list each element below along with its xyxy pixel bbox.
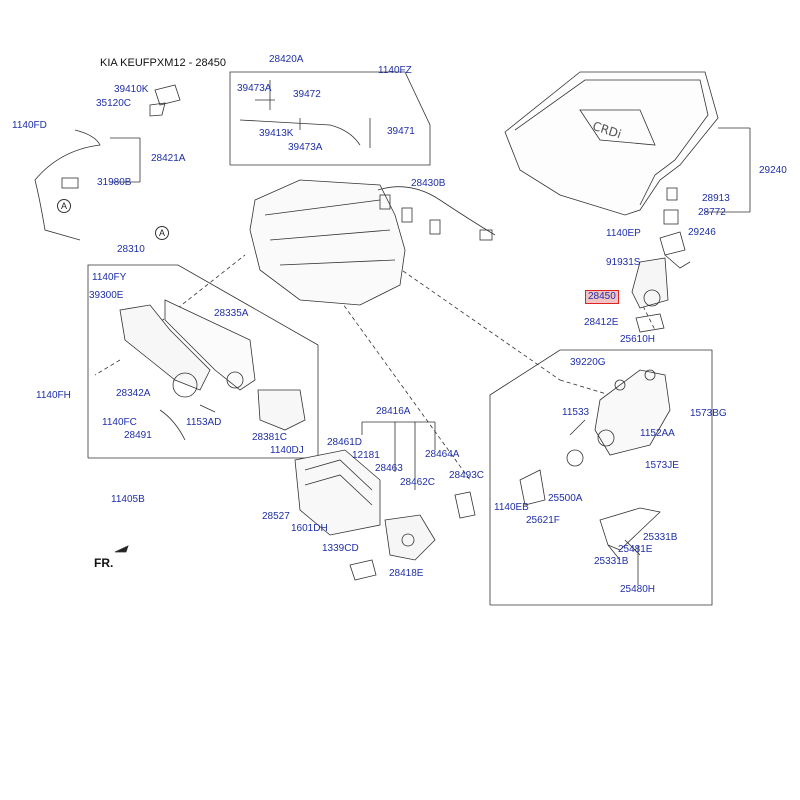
- part-label-11405B[interactable]: 11405B: [111, 494, 145, 505]
- box-25610H: [489, 349, 713, 606]
- part-label-28450-highlighted[interactable]: 28450: [585, 290, 619, 304]
- part-label-1140FY[interactable]: 1140FY: [92, 272, 127, 283]
- part-label-1573JE[interactable]: 1573JE: [645, 460, 679, 471]
- part-label-25480H[interactable]: 25480H: [620, 584, 656, 595]
- reference-circle-a: A: [57, 199, 71, 213]
- part-label-1140DJ[interactable]: 1140DJ: [270, 445, 304, 456]
- part-label-1140EB[interactable]: 1140EB: [494, 502, 529, 513]
- part-label-39410K[interactable]: 39410K: [114, 84, 149, 95]
- part-label-25621F[interactable]: 25621F: [526, 515, 560, 526]
- part-label-28461D[interactable]: 28461D: [327, 437, 363, 448]
- part-label-39220G[interactable]: 39220G: [570, 357, 606, 368]
- part-label-25331B[interactable]: 25331B: [594, 556, 629, 567]
- part-label-39473A[interactable]: 39473A: [288, 142, 323, 153]
- part-label-39471[interactable]: 39471: [387, 126, 415, 137]
- part-label-28335A[interactable]: 28335A: [214, 308, 249, 319]
- part-label-28493C[interactable]: 28493C: [449, 470, 485, 481]
- part-label-1140FH[interactable]: 1140FH: [36, 390, 71, 401]
- part-label-28420A[interactable]: 28420A: [269, 54, 304, 65]
- part-label-39473A[interactable]: 39473A: [237, 83, 272, 94]
- part-label-29246[interactable]: 29246: [688, 227, 716, 238]
- part-label-1601DH[interactable]: 1601DH: [291, 523, 328, 534]
- part-label-1152AA[interactable]: 1152AA: [640, 428, 675, 439]
- part-label-1339CD[interactable]: 1339CD: [322, 543, 359, 554]
- part-label-28430B[interactable]: 28430B: [411, 178, 446, 189]
- part-label-28416A[interactable]: 28416A: [376, 406, 411, 417]
- part-label-39300E[interactable]: 39300E: [89, 290, 124, 301]
- part-label-29240[interactable]: 29240: [759, 165, 787, 176]
- part-label-11533[interactable]: 11533: [562, 407, 590, 418]
- part-label-25610H[interactable]: 25610H: [620, 334, 656, 345]
- part-label-28412E[interactable]: 28412E: [584, 317, 619, 328]
- part-label-39413K[interactable]: 39413K: [259, 128, 294, 139]
- part-label-28772[interactable]: 28772: [698, 207, 726, 218]
- box-28310: [87, 264, 319, 459]
- reference-circle-a: A: [155, 226, 169, 240]
- part-label-28418E[interactable]: 28418E: [389, 568, 424, 579]
- diagram-title: KIA KEUFPXM12 - 28450: [100, 57, 226, 69]
- part-label-39472[interactable]: 39472: [293, 89, 321, 100]
- part-label-1140FD[interactable]: 1140FD: [12, 120, 47, 131]
- part-label-1140FZ[interactable]: 1140FZ: [378, 65, 412, 76]
- part-label-28463[interactable]: 28463: [375, 463, 403, 474]
- part-label-1140EP[interactable]: 1140EP: [606, 228, 641, 239]
- part-label-28381C[interactable]: 28381C: [252, 432, 288, 443]
- part-label-28462C[interactable]: 28462C: [400, 477, 436, 488]
- part-label-25331B[interactable]: 25331B: [643, 532, 678, 543]
- part-label-1573BG[interactable]: 1573BG: [690, 408, 727, 419]
- part-label-1153AD[interactable]: 1153AD: [186, 417, 222, 428]
- box-28420A: [229, 71, 431, 166]
- part-label-35120C[interactable]: 35120C: [96, 98, 132, 109]
- part-label-25481E[interactable]: 25481E: [618, 544, 653, 555]
- part-label-25500A[interactable]: 25500A: [548, 493, 583, 504]
- part-label-28527[interactable]: 28527: [262, 511, 290, 522]
- front-direction-label: FR.: [94, 556, 114, 570]
- part-label-12181[interactable]: 12181: [352, 450, 380, 461]
- part-label-1140FC[interactable]: 1140FC: [102, 417, 137, 428]
- part-label-28310[interactable]: 28310: [117, 244, 145, 255]
- part-label-28913[interactable]: 28913: [702, 193, 730, 204]
- part-label-28421A[interactable]: 28421A: [151, 153, 186, 164]
- part-label-28342A[interactable]: 28342A: [116, 388, 151, 399]
- part-label-28464A[interactable]: 28464A: [425, 449, 460, 460]
- part-label-31980B[interactable]: 31980B: [97, 177, 132, 188]
- part-label-91931S[interactable]: 91931S: [606, 257, 641, 268]
- part-label-28491[interactable]: 28491: [124, 430, 152, 441]
